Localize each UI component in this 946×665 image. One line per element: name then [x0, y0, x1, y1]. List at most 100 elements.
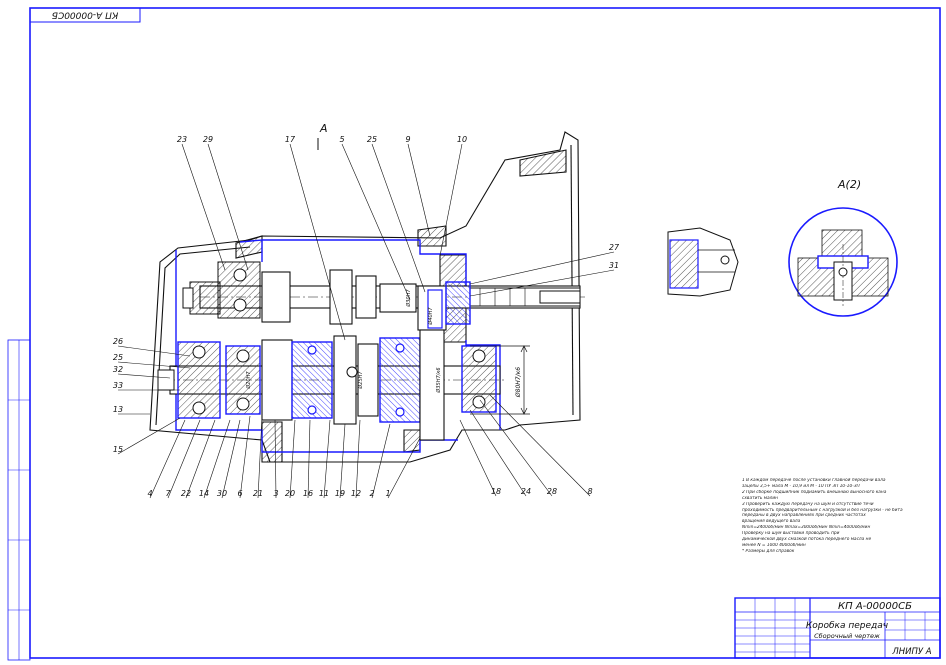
callout-9: 9 [405, 135, 410, 144]
note-line: 1 В каждом передаче после установки глав… [742, 478, 886, 483]
note-line: менее N = 1000 4000об/мин [742, 542, 806, 548]
leader-31 [469, 269, 615, 297]
leader-7 [167, 419, 201, 499]
callout-31: 31 [609, 261, 619, 270]
corner-stamp-text: КП А-00000СБ [52, 10, 119, 20]
note-line: вращения ведущего вала [742, 519, 801, 525]
callout-8: 8 [587, 487, 592, 496]
callout-16: 16 [303, 489, 313, 498]
title-block [734, 597, 941, 659]
callout-21: 21 [253, 489, 263, 498]
detail-view-label: А(2) [837, 178, 861, 191]
upper-shaft [182, 261, 585, 331]
fit-label: Ø20Н7 [245, 371, 252, 390]
view-label: А [319, 122, 328, 135]
callout-6: 6 [237, 489, 242, 498]
leader-3 [274, 419, 277, 499]
note-line: зацепы 3,5+ мала М - 10,9 ил М - 10 ПУ З… [742, 483, 860, 489]
leader-15 [117, 417, 181, 455]
detail-view-partial [667, 227, 739, 297]
callout-29: 29 [203, 135, 213, 144]
callout-15: 15 [113, 445, 123, 454]
detail-view-a2: А(2) [788, 178, 898, 317]
leader-17 [289, 143, 346, 341]
title-name: Коробка передач [806, 621, 888, 631]
leader-30 [221, 419, 241, 499]
callout-28: 28 [547, 487, 557, 496]
callout-27: 27 [609, 243, 620, 252]
leader-lines [117, 143, 615, 499]
callout-25: 25 [113, 353, 123, 362]
callout-18: 18 [491, 487, 501, 496]
corner-stamp: КП А-00000СБ [29, 7, 141, 23]
callout-2: 2 [369, 489, 374, 498]
leader-11 [323, 419, 331, 499]
callout-17: 17 [285, 135, 296, 144]
callout-7: 7 [165, 489, 171, 498]
note-line: 3 Проверить каждую передачу на шум и отс… [742, 501, 874, 507]
note-line: * Размеры для справок [742, 548, 795, 554]
technical-notes: 1 В каждом передаче после установки глав… [742, 478, 932, 555]
callout-33: 33 [113, 381, 123, 390]
callout-14: 14 [199, 489, 209, 498]
callout-20: 20 [285, 489, 295, 498]
dimension-bore-label: Ø80Н7/к6 [515, 367, 522, 398]
fit-label: Ø40Н7 [427, 307, 434, 326]
leader-2 [371, 423, 391, 499]
fit-label: Ø30Н7 [405, 289, 412, 308]
leader-21 [257, 415, 263, 499]
fit-label: Ø25Н7 [357, 371, 364, 390]
leader-10 [439, 143, 463, 257]
title-doc-type: Сборочный чертеж [814, 632, 880, 640]
callout-26: 26 [113, 337, 123, 346]
callout-19: 19 [335, 489, 345, 498]
note-line: 2 При сборке подшипник подиамить внешнюю… [742, 489, 887, 495]
lower-shaft [157, 329, 505, 441]
leader-23 [181, 143, 226, 271]
leader-24 [469, 409, 527, 497]
leader-6 [239, 415, 251, 499]
leader-8 [489, 394, 591, 497]
sheet-frame [7, 7, 941, 661]
callout-25: 25 [367, 135, 377, 144]
note-line: динамической двух смазкой потока передне… [742, 537, 872, 543]
leader-32 [117, 373, 171, 379]
leader-5 [341, 143, 411, 301]
leader-9 [407, 143, 431, 237]
callout-10: 10 [457, 135, 467, 144]
note-line: Nmin=2400об/мин Nmax=3000об/мин Nmin=400… [742, 525, 871, 531]
note-line: схватить малин [742, 495, 778, 501]
leader-20 [289, 419, 296, 499]
leader-28 [479, 399, 553, 497]
callout-12: 12 [351, 489, 361, 498]
leader-22 [185, 419, 216, 499]
title-designation: КП А-00000СБ [838, 601, 912, 612]
fit-label: Ø35Н7/к6 [435, 367, 442, 393]
leader-19 [339, 423, 346, 499]
leader-1 [387, 437, 421, 499]
leader-25 [117, 361, 191, 369]
leader-27 [469, 251, 615, 285]
leader-12 [355, 419, 361, 499]
callout-32: 32 [113, 365, 123, 374]
note-line: Проверку на шум выстовки проводить при [742, 531, 840, 537]
callout-23: 23 [177, 135, 187, 144]
leader-14 [203, 419, 231, 499]
callout-3: 3 [273, 489, 278, 498]
callout-5: 5 [339, 135, 344, 144]
callout-1: 1 [385, 489, 390, 498]
callout-24: 24 [521, 487, 531, 496]
leader-26 [117, 345, 191, 357]
leader-29 [207, 143, 249, 271]
note-line: переданы в двух направлениях при средних… [742, 513, 866, 519]
callout-4: 4 [147, 489, 152, 498]
title-org: ЛНИПУ А [891, 647, 931, 657]
callout-30: 30 [217, 489, 227, 498]
leader-16 [307, 419, 311, 499]
leader-25 [371, 143, 426, 293]
callout-22: 22 [181, 489, 191, 498]
callout-11: 11 [319, 489, 329, 498]
